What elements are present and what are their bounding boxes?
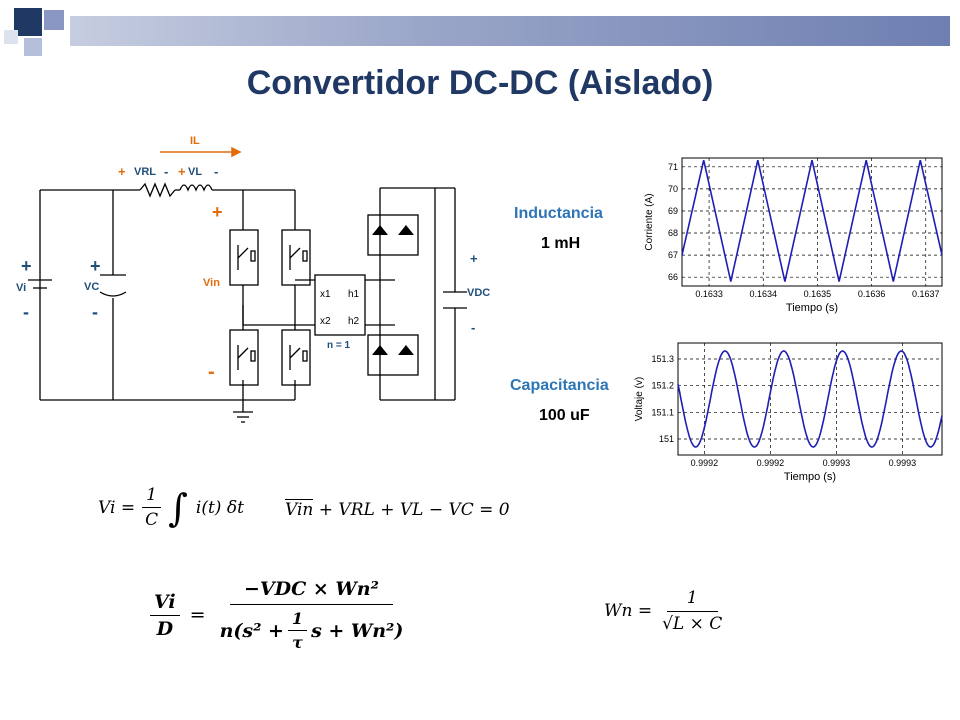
vc-minus: -: [92, 302, 98, 322]
vdc-plus: +: [470, 251, 478, 266]
vrl-minus: -: [164, 164, 168, 179]
eq3-num-right: −VDC × Wn²: [230, 578, 393, 605]
y-tick-label: 151.2: [651, 381, 674, 391]
vdc-label: VDC: [467, 287, 490, 299]
eq4-num: 1: [666, 588, 718, 612]
vl-plus: +: [178, 164, 186, 179]
eq3-equals: =: [189, 604, 206, 626]
plot-frame: [681, 157, 943, 287]
x-axis-label: Tiempo (s): [786, 302, 838, 314]
eq2-vin: Vin: [285, 499, 314, 520]
y-tick-label: 66: [668, 272, 678, 282]
deco-square: [44, 10, 64, 30]
vl-minus: -: [214, 164, 218, 179]
transformer-h2: h2: [348, 316, 360, 327]
vi-plus: +: [21, 256, 32, 276]
vc-label: VC: [84, 281, 99, 293]
transformer-turns: n = 1: [327, 340, 351, 351]
eq3-den-a: n(s² +: [219, 619, 284, 642]
vrl-label: VRL: [134, 166, 156, 178]
deco-square: [14, 8, 42, 36]
voltage-chart: 0.9992 0.9992 0.9993 0.9993 151 151.1 151.2 151…: [634, 342, 943, 483]
capacitance-value: 100 uF: [539, 407, 590, 424]
eq1-rhs: i(t) δt: [195, 497, 244, 518]
x-axis-label: Tiempo (s): [784, 471, 836, 483]
series-line: [681, 160, 943, 282]
eq4-den: √L × C: [662, 614, 723, 634]
equation-wn: Wn = 1 √L × C: [604, 588, 726, 634]
x-tick-label: 0.1634: [749, 289, 777, 299]
transformer-x2: x2: [320, 316, 331, 327]
vi-label: Vi: [16, 282, 26, 294]
eq3-den-frac-num: 1: [287, 609, 308, 631]
eq3-den-left: D: [156, 617, 174, 640]
x-tick-label: 0.1636: [858, 289, 886, 299]
vi-minus: -: [23, 302, 29, 322]
y-tick-label: 151.3: [651, 354, 674, 364]
vdc-minus: -: [471, 320, 475, 335]
y-tick-label: 71: [668, 162, 678, 172]
x-tick-label: 0.1635: [804, 289, 832, 299]
eq2-rest: + VRL + VL − VC = 0: [318, 500, 510, 520]
y-axis-label: Corriente (A): [644, 193, 655, 250]
y-tick-label: 68: [668, 228, 678, 238]
y-tick-label: 69: [668, 206, 678, 216]
x-tick-label: 0.9992: [757, 458, 785, 468]
deco-square: [24, 38, 42, 56]
vin-plus: +: [212, 202, 223, 222]
current-chart: 0.1633 0.1634 0.1635 0.1636 0.1637 66 67 68 69 70…: [644, 157, 943, 314]
slide-title: Convertidor DC-DC (Aislado): [246, 64, 714, 102]
eq1-integral: ∫: [168, 485, 188, 530]
vl-label: VL: [188, 166, 202, 178]
vc-plus: +: [90, 256, 101, 276]
converter-circuit: IL + VRL - + VL - + Vi - + VC - + Vin - …: [16, 135, 490, 423]
header-bar: [70, 16, 950, 46]
eq1-lhs: Vi =: [98, 497, 136, 518]
y-tick-label: 151.1: [651, 407, 674, 417]
y-axis-label: Voltaje (v): [634, 377, 645, 421]
x-tick-label: 0.9993: [823, 458, 851, 468]
eq4-lhs: Wn =: [604, 601, 653, 621]
eq1-den: C: [145, 510, 159, 530]
transformer-x1: x1: [320, 289, 331, 300]
vrl-plus: +: [118, 164, 126, 179]
eq3-den-frac-den: τ: [292, 633, 303, 652]
y-tick-label: 70: [668, 184, 678, 194]
il-label: IL: [190, 135, 200, 147]
eq1-num: 1: [142, 485, 161, 508]
eq3-den-b: s + Wn²): [311, 619, 404, 642]
y-tick-label: 67: [668, 250, 678, 260]
series-line: [677, 350, 943, 448]
plot-frame: [677, 342, 943, 456]
vin-minus: -: [208, 361, 215, 383]
deco-square: [4, 30, 18, 44]
x-tick-label: 0.1637: [912, 289, 940, 299]
y-tick-label: 151: [659, 434, 674, 444]
equation-vi-integral: Vi = 1 C ∫ i(t) δt: [98, 485, 244, 530]
transformer-h1: h1: [348, 289, 360, 300]
inductance-value: 1 mH: [541, 235, 581, 252]
x-tick-label: 0.1633: [695, 289, 723, 299]
inductance-label: Inductancia: [514, 205, 603, 222]
x-tick-label: 0.9992: [691, 458, 719, 468]
eq3-num-left: Vi: [150, 591, 180, 616]
x-tick-label: 0.9993: [889, 458, 917, 468]
equation-transfer: Vi D = −VDC × Wn² n(s² + 1 τ s + Wn²): [150, 578, 407, 652]
equation-kvl: Vin + VRL + VL − VC = 0: [285, 499, 510, 520]
capacitance-label: Capacitancia: [510, 377, 609, 394]
vin-label: Vin: [203, 277, 220, 289]
